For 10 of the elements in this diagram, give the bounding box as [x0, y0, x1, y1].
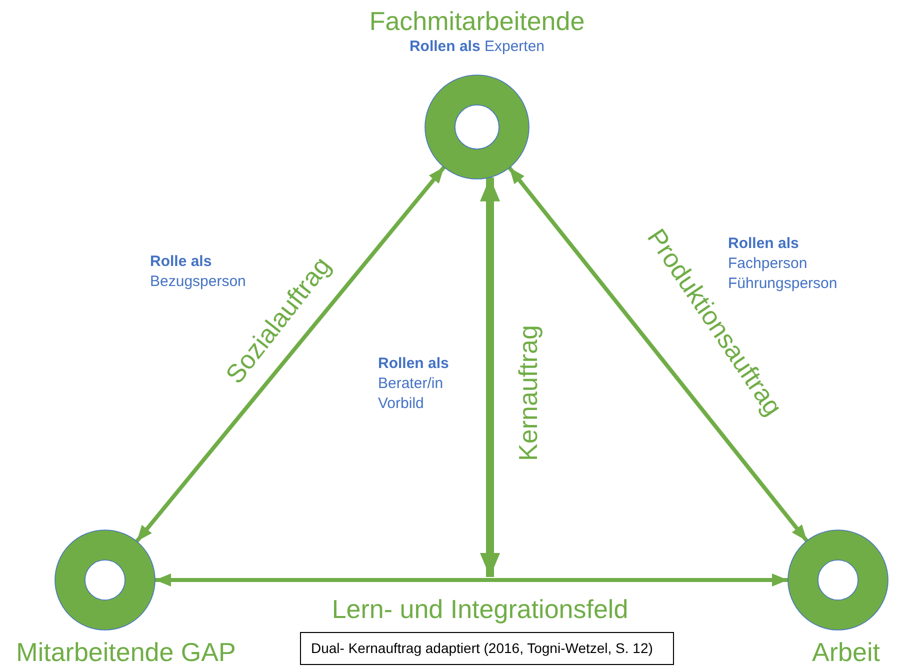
node-title: Arbeit: [812, 637, 880, 667]
double-arrow: [508, 166, 808, 542]
double-arrow: [155, 574, 788, 586]
node-title: Fachmitarbeitende: [369, 6, 585, 36]
node-title: Mitarbeitende GAP: [16, 637, 236, 667]
caption-box: Dual- Kernauftrag adaptiert (2016, Togni-Wetzel, S. 12): [300, 632, 674, 665]
role-text: Rollen als Experten: [409, 38, 545, 55]
double-arrow: [135, 166, 446, 543]
double-arrow: [480, 177, 500, 577]
role-text: Rollen als Berater/in Vorbild: [378, 354, 450, 414]
